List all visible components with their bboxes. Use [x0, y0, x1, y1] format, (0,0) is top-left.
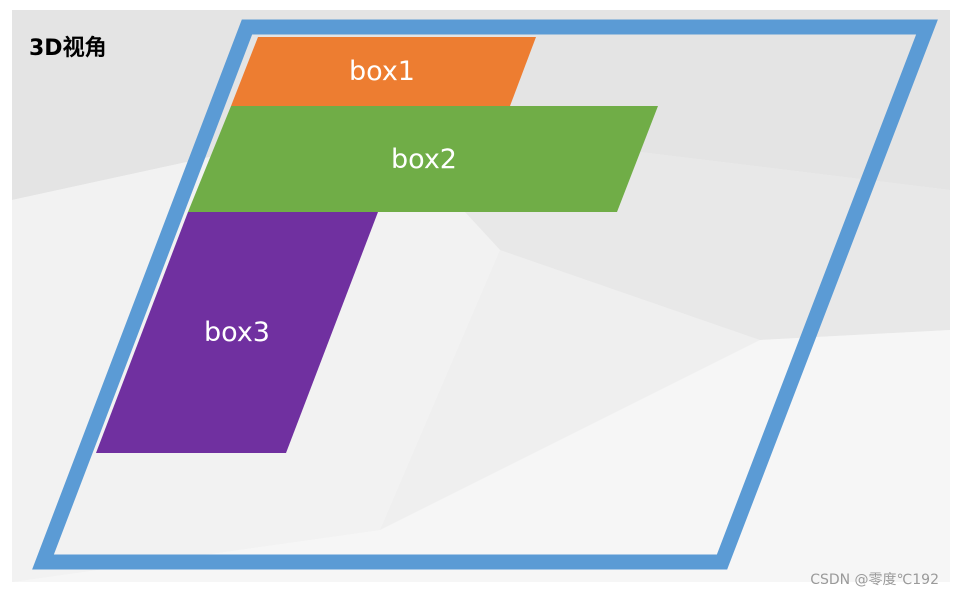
background-facet-bottom [12, 330, 950, 582]
box1-shape [231, 37, 536, 106]
box1-label: box1 [349, 56, 415, 87]
watermark: CSDN @零度℃192 [810, 572, 939, 588]
box2-shape [188, 106, 658, 212]
box3-label: box3 [204, 317, 270, 348]
diagram-title: 3D视角 [29, 36, 107, 61]
box2-label: box2 [391, 144, 457, 175]
perspective-frame [32, 19, 938, 570]
box3-shape [96, 212, 378, 453]
